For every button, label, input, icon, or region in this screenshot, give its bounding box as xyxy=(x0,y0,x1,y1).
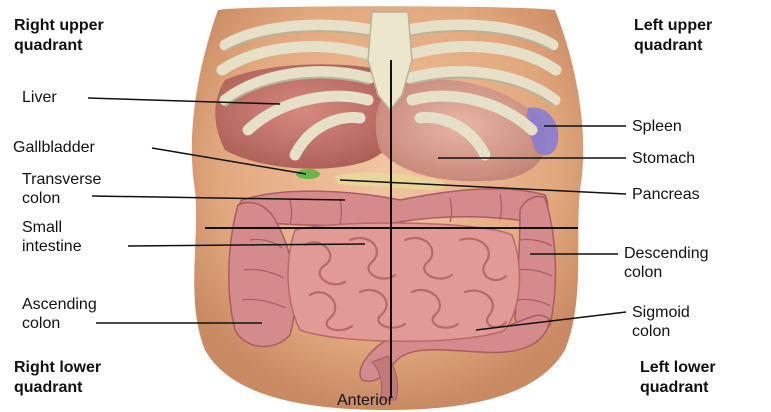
quadrant-line-2: quadrant xyxy=(640,378,716,398)
spleen-label: Spleen xyxy=(632,117,682,136)
quadrant-line-2: quadrant xyxy=(14,36,104,56)
label-line-1: Transverse xyxy=(22,170,152,189)
liver-label: Liver xyxy=(22,88,57,107)
left-lower-quadrant-label: Left lower quadrant xyxy=(640,358,716,398)
label-line-1: Small xyxy=(22,218,152,237)
gallbladder-label: Gallbladder xyxy=(13,138,95,157)
orientation-label: Anterior xyxy=(337,392,393,410)
quadrant-line-2: quadrant xyxy=(14,378,101,398)
quadrant-line-1: Right upper xyxy=(14,16,104,36)
descending-colon-label: Descending colon xyxy=(624,244,754,282)
quadrant-line-2: quadrant xyxy=(634,36,712,56)
label-line-1: Descending xyxy=(624,244,754,263)
descending-colon xyxy=(515,197,555,334)
label-line-1: Sigmoid xyxy=(632,303,762,322)
small-intestine-label: Small intestine xyxy=(22,218,152,256)
label-line-2: intestine xyxy=(22,237,152,256)
right-upper-quadrant-label: Right upper quadrant xyxy=(14,16,104,56)
label-line-2: colon xyxy=(632,322,762,341)
stomach-label: Stomach xyxy=(632,149,695,168)
small-intestine xyxy=(288,223,519,341)
quadrant-line-1: Right lower xyxy=(14,358,101,378)
pancreas-label: Pancreas xyxy=(632,185,700,204)
right-lower-quadrant-label: Right lower quadrant xyxy=(14,358,101,398)
label-line-2: colon xyxy=(624,263,754,282)
left-upper-quadrant-label: Left upper quadrant xyxy=(634,16,712,56)
transverse-colon-label: Transverse colon xyxy=(22,170,152,208)
label-line-2: colon xyxy=(22,189,152,208)
label-line-1: Ascending xyxy=(22,295,152,314)
gallbladder xyxy=(296,169,320,179)
label-line-2: colon xyxy=(22,314,152,333)
ascending-colon-label: Ascending colon xyxy=(22,295,152,333)
sigmoid-colon-label: Sigmoid colon xyxy=(632,303,762,341)
quadrant-line-1: Left upper xyxy=(634,16,712,36)
quadrant-line-1: Left lower xyxy=(640,358,716,378)
